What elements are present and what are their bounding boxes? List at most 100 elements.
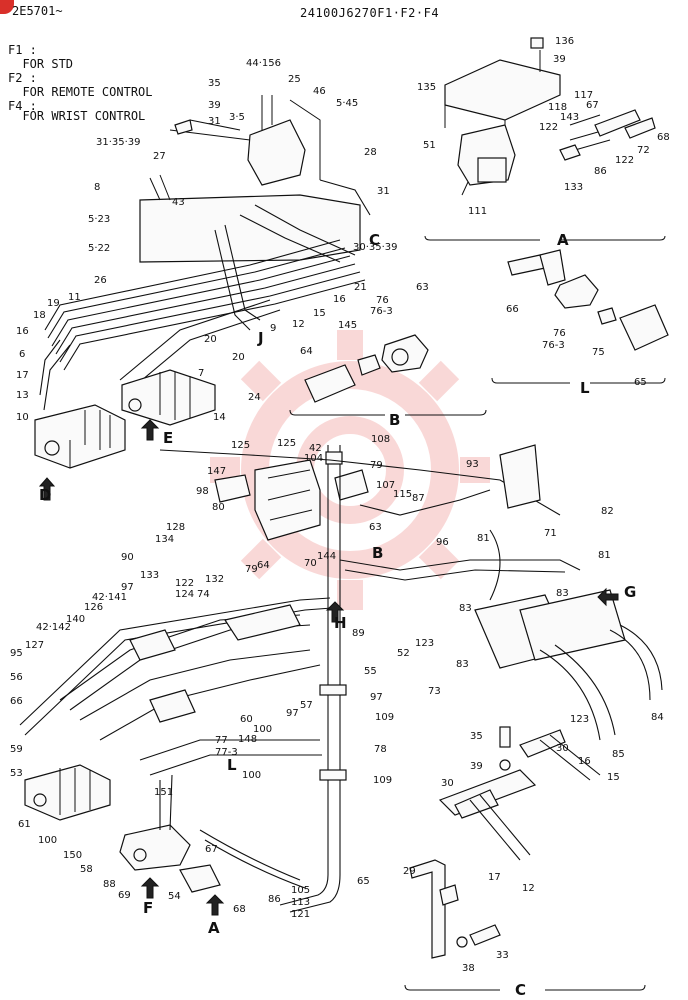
callout-label: 81	[477, 533, 490, 544]
callout-label: 29	[403, 866, 416, 877]
section-letter-a: A	[208, 919, 220, 937]
callout-label: 18	[33, 310, 46, 321]
callout-label: 124	[175, 589, 194, 600]
callout-label: 83	[459, 603, 472, 614]
callout-label: 27	[153, 151, 166, 162]
callout-label: 24	[248, 392, 261, 403]
callout-label: 52	[397, 648, 410, 659]
callout-label: 87	[412, 493, 425, 504]
callout-label: 31	[208, 116, 221, 127]
upper-main-assembly	[34, 95, 371, 469]
callout-label: 20	[232, 352, 245, 363]
callout-label: 63	[416, 282, 429, 293]
callout-label: 109	[375, 712, 394, 723]
callout-label: 76	[376, 295, 389, 306]
callout-label: 33	[496, 950, 509, 961]
callout-label: 70	[304, 558, 317, 569]
detail-c-bracket	[404, 726, 646, 991]
note-line: FOR STD	[8, 57, 74, 71]
section-letter-e: E	[163, 429, 173, 447]
callout-label: 35	[470, 731, 483, 742]
callout-label: 10	[16, 412, 29, 423]
callout-label: 151	[154, 787, 173, 798]
callout-label: 111	[468, 206, 487, 217]
callout-label: 5·23	[88, 214, 110, 225]
callout-label: 17	[16, 370, 29, 381]
callout-label: 76-3	[542, 340, 565, 351]
callout-label: 5·22	[88, 243, 110, 254]
callout-label: 67	[205, 844, 218, 855]
callout-label: 19	[47, 298, 60, 309]
callout-label: 59	[10, 744, 23, 755]
callout-label: 128	[166, 522, 185, 533]
callout-label: 66	[10, 696, 23, 707]
callout-label: 132	[205, 574, 224, 585]
callout-label: 38	[462, 963, 475, 974]
callout-label: 63	[369, 522, 382, 533]
callout-label: 83	[556, 588, 569, 599]
callout-label: 46	[313, 86, 326, 97]
callout-label: 86	[594, 166, 607, 177]
callout-label: 6	[19, 349, 25, 360]
callout-label: 104	[304, 453, 323, 464]
callout-label: 77	[215, 735, 228, 746]
callout-label: 7	[198, 368, 204, 379]
callout-label: 76-3	[370, 306, 393, 317]
callout-label: 96	[436, 537, 449, 548]
callout-label: 12	[522, 883, 535, 894]
callout-label: 100	[38, 835, 57, 846]
corner-badge	[0, 0, 14, 14]
section-letter-a: A	[557, 231, 569, 249]
callout-label: 12	[292, 319, 305, 330]
callout-label: 80	[212, 502, 225, 513]
callout-label: 97	[370, 692, 383, 703]
callout-label: 107	[376, 480, 395, 491]
callout-label: 133	[564, 182, 583, 193]
note-line: FOR WRIST CONTROL	[8, 109, 146, 123]
callout-label: 65	[357, 876, 370, 887]
callout-label: 60	[240, 714, 253, 725]
callout-label: 15	[607, 772, 620, 783]
callout-label: 122	[539, 122, 558, 133]
callout-label: 150	[63, 850, 82, 861]
callout-label: 113	[291, 897, 310, 908]
callout-label: 100	[242, 770, 261, 781]
section-letter-g: G	[624, 583, 636, 601]
note-line: F4 :	[8, 99, 37, 113]
detail-l-fittings	[491, 249, 669, 384]
callout-label: 14	[213, 412, 226, 423]
callout-label: 133	[140, 570, 159, 581]
callout-label: 28	[364, 147, 377, 158]
callout-label: 79	[370, 460, 383, 471]
callout-label: 67	[586, 100, 599, 111]
section-letter-b: B	[389, 411, 400, 429]
callout-label: 93	[466, 459, 479, 470]
callout-label: 21	[354, 282, 367, 293]
callout-label: 56	[10, 672, 23, 683]
callout-label: 140	[66, 614, 85, 625]
callout-label: 88	[103, 879, 116, 890]
callout-label: 123	[570, 714, 589, 725]
callout-label: 66	[506, 304, 519, 315]
section-letter-d: D	[39, 486, 51, 504]
section-letter-j: J	[257, 329, 264, 347]
callout-label: 57	[300, 700, 313, 711]
callout-label: 39	[470, 761, 483, 772]
callout-label: 134	[155, 534, 174, 545]
callout-label: 8	[94, 182, 100, 193]
callout-label: 20	[204, 334, 217, 345]
callout-label: 68	[233, 904, 246, 915]
callout-label: 42	[309, 443, 322, 454]
callout-label: 105	[291, 885, 310, 896]
callout-label: 81	[598, 550, 611, 561]
callout-label: 95	[10, 648, 23, 659]
callout-label: 147	[207, 466, 226, 477]
section-letter-h: H	[334, 614, 347, 632]
callout-label: 89	[352, 628, 365, 639]
callout-label: 16	[16, 326, 29, 337]
section-letter-l: L	[580, 379, 590, 397]
serial-range: 2E5701~	[12, 4, 63, 18]
callout-label: 53	[10, 768, 23, 779]
callout-label: 30	[556, 743, 569, 754]
callout-label: 135	[417, 82, 436, 93]
